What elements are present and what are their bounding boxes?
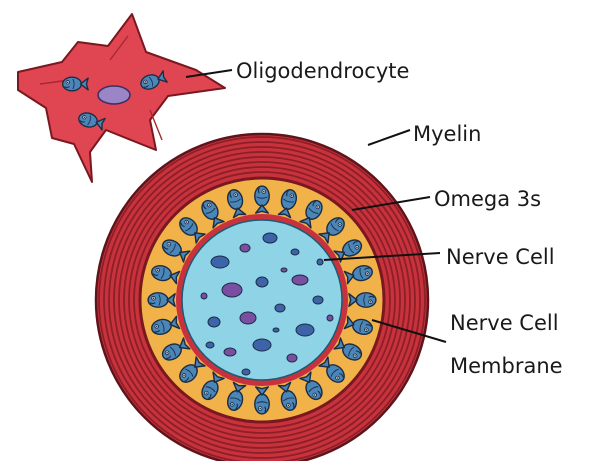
organelle [292,275,308,285]
organelle [224,348,236,356]
oligodendrocyte-nucleus [98,86,130,104]
organelle [242,369,250,375]
organelle [273,328,279,332]
organelle [296,324,314,336]
label-membrane-line2: Membrane [450,354,563,378]
label-membrane-line1: Nerve Cell [450,311,559,335]
nerve-cell-body [176,214,348,386]
organelle [253,339,271,351]
organelle [291,249,299,255]
organelle [317,259,323,265]
organelle [211,256,229,268]
organelle [287,354,297,362]
label-myelin: Myelin [413,122,481,146]
organelle [240,312,256,324]
label-nerve-cell: Nerve Cell [446,245,555,269]
organelle [208,317,220,327]
organelle [263,233,277,243]
label-omega-3s: Omega 3s [434,187,541,211]
organelle [222,283,242,297]
organelle [256,277,268,287]
organelle [275,304,285,312]
organelle [240,244,250,252]
organelle [206,342,214,348]
myelin-pointer [368,130,410,145]
label-oligodendrocyte: Oligodendrocyte [236,59,409,83]
organelle [281,268,287,272]
organelle [313,296,323,304]
organelle [201,293,207,299]
organelle [327,315,333,321]
